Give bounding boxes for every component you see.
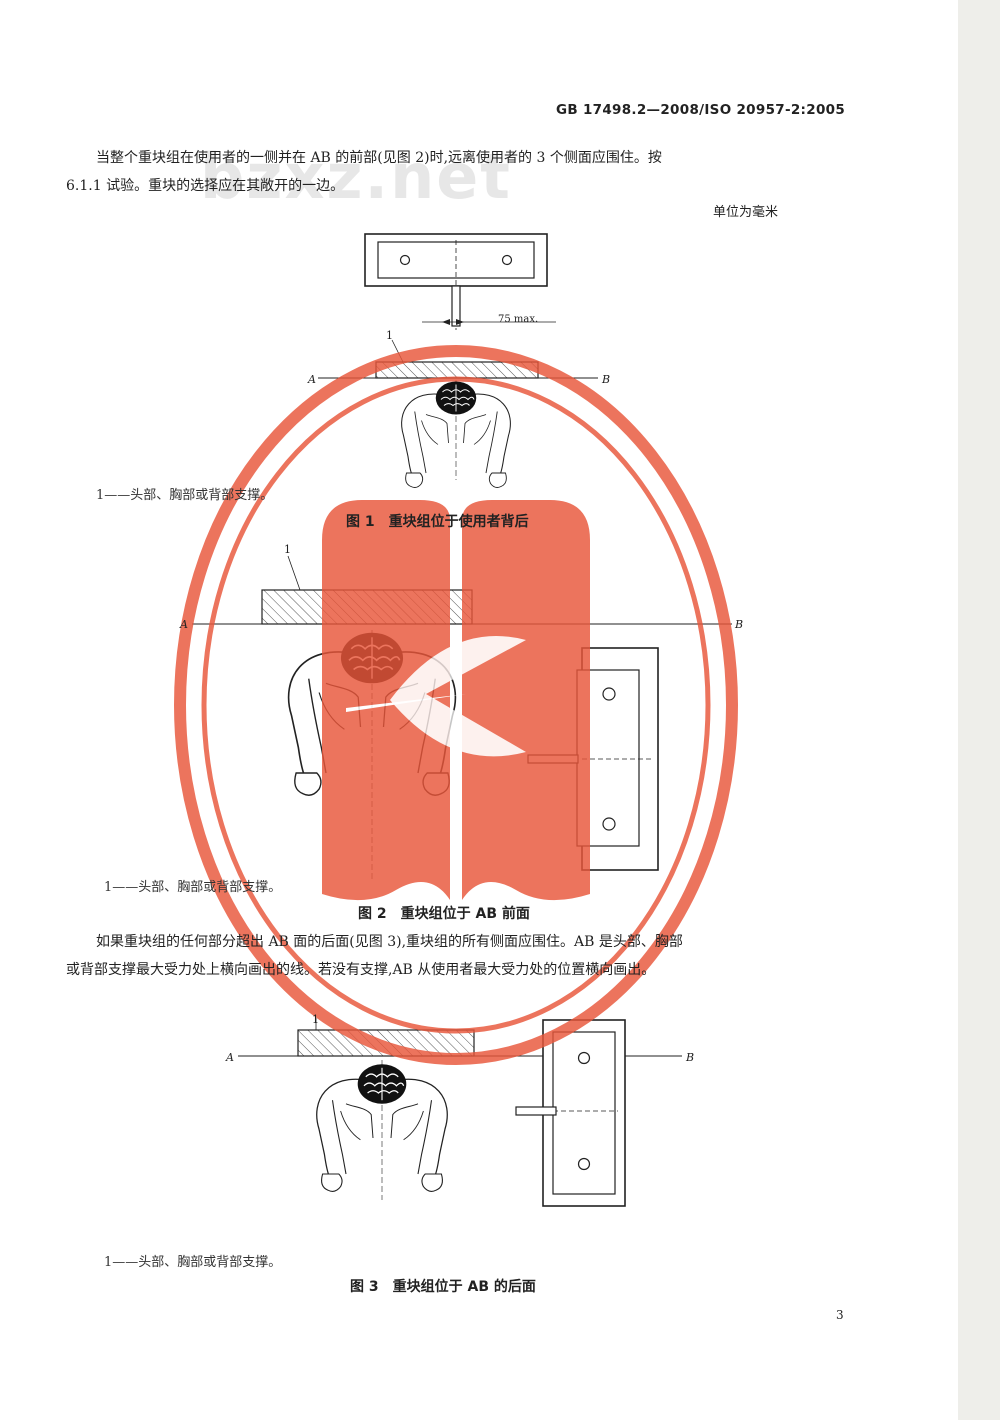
standard-code-header: GB 17498.2—2008/ISO 20957-2:2005 <box>556 102 846 118</box>
figure-1-point-b: B <box>602 373 611 386</box>
figure-1-key: 1——头部、胸部或背部支撑。 <box>96 488 274 503</box>
figure-2-point-a: A <box>180 618 188 631</box>
figure-3-diagram <box>238 1018 682 1207</box>
figure-1-callout: 1 <box>386 329 393 342</box>
figure-3-point-a: A <box>226 1051 234 1064</box>
figure-3-caption: 图 3 重块组位于 AB 的后面 <box>350 1279 536 1295</box>
figure-1-diagram <box>318 233 598 489</box>
unit-note: 单位为毫米 <box>713 205 779 220</box>
paragraph-2-line-1: 如果重块组的任何部分超出 AB 面的后面(见图 3),重块组的所有侧面应围住。A… <box>96 934 683 950</box>
paragraph-2-line-2: 或背部支撑最大受力处上横向画出的线。若没有支撑,AB 从使用者最大受力处的位置横… <box>66 962 656 978</box>
publisher-stamp <box>174 345 738 1065</box>
figure-3-callout: 1 <box>312 1013 319 1026</box>
figure-2-key: 1——头部、胸部或背部支撑。 <box>104 880 282 895</box>
figure-2-caption: 图 2 重块组位于 AB 前面 <box>358 906 530 922</box>
figure-1-caption: 图 1 重块组位于使用者背后 <box>346 514 529 530</box>
page-edge <box>958 0 1000 1420</box>
figure-1-point-a: A <box>308 373 316 386</box>
watermark: bzxz.net <box>200 140 512 213</box>
figure-3-key: 1——头部、胸部或背部支撑。 <box>104 1255 282 1270</box>
figure-2-callout: 1 <box>284 543 291 556</box>
page-number: 3 <box>836 1308 844 1322</box>
paragraph-1-line-1: 当整个重块组在使用者的一侧并在 AB 的前部(见图 2)时,远离使用者的 3 个… <box>96 150 662 166</box>
figure-1-dimension-label: 75 max. <box>498 314 539 325</box>
paragraph-1-line-2: 6.1.1 试验。重块的选择应在其敞开的一边。 <box>66 178 345 194</box>
figure-2-point-b: B <box>735 618 744 631</box>
figure-3-point-b: B <box>686 1051 695 1064</box>
